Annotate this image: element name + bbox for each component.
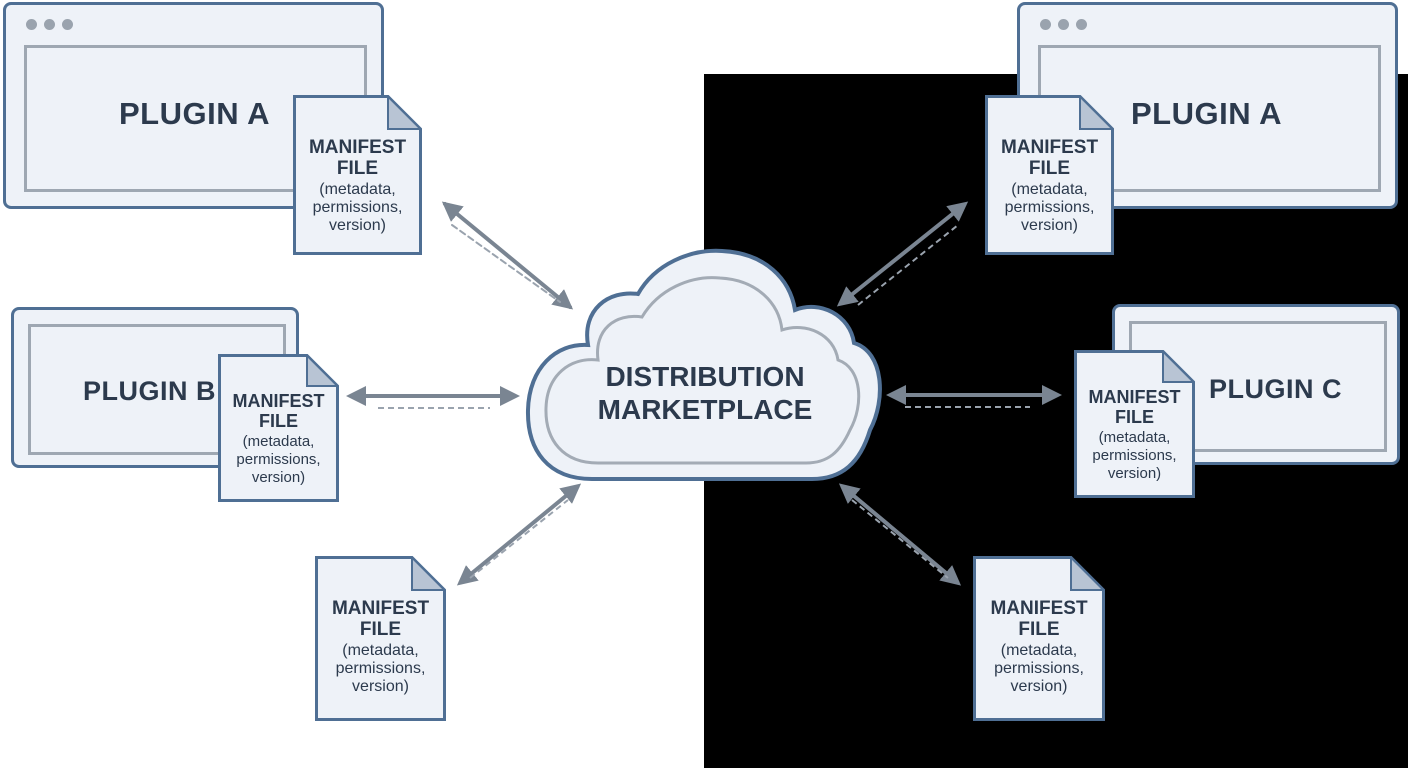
manifest-detail-line1: (metadata, [242,433,315,450]
manifest-title-line2: FILE [336,158,379,179]
window-controls [1040,19,1087,30]
manifest-title-line1: MANIFEST [308,137,407,158]
window-controls [26,19,73,30]
window-dot-icon [26,19,37,30]
manifest-detail-line1: (metadata, [1098,429,1171,446]
manifest-detail-line1: (metadata, [1011,181,1088,198]
window-dot-icon [44,19,55,30]
manifest-detail-line3: version) [329,217,386,234]
distribution-marketplace-label: DISTRIBUTION MARKETPLACE [560,360,850,426]
window-dot-icon [1040,19,1051,30]
manifest-file-document: MANIFEST FILE (metadata, permissions, ve… [973,556,1105,721]
manifest-detail-line2: permissions, [1092,447,1177,464]
manifest-detail-line2: permissions, [236,451,321,468]
manifest-file-document: MANIFEST FILE (metadata, permissions, ve… [1074,350,1195,498]
arrow-plugin-b [346,386,520,409]
document-icon [1074,350,1195,498]
document-icon [218,354,339,502]
manifest-title-line1: MANIFEST [1088,387,1181,407]
arrow-bottom-right-manifest [838,483,962,586]
manifest-title-line2: FILE [1115,407,1154,427]
manifest-title-line2: FILE [1018,619,1060,640]
manifest-title-line1: MANIFEST [232,391,325,411]
manifest-detail-line3: version) [1021,217,1078,234]
plugin-a-right-title: PLUGIN A [1131,96,1282,131]
manifest-title-line2: FILE [359,619,402,640]
arrow-plugin-c [886,385,1062,408]
plugin-c-title: PLUGIN C [1209,374,1343,404]
manifest-detail-line2: permissions, [335,660,426,677]
manifest-detail-line3: version) [352,678,409,695]
hub-label-line2: MARKETPLACE [597,394,813,425]
manifest-detail-line2: permissions, [1004,199,1095,216]
manifest-detail-line1: (metadata, [319,181,396,198]
manifest-detail-line3: version) [1010,678,1068,695]
manifest-detail-line1: (metadata, [1000,642,1078,659]
manifest-file-document: MANIFEST FILE (metadata, permissions, ve… [315,556,446,721]
document-icon [985,95,1114,255]
manifest-title-line1: MANIFEST [990,598,1088,619]
manifest-file-document: MANIFEST FILE (metadata, permissions, ve… [985,95,1114,255]
document-icon [315,556,446,721]
manifest-file-document: MANIFEST FILE (metadata, permissions, ve… [218,354,339,502]
document-icon [973,556,1105,721]
manifest-title-line2: FILE [1028,158,1071,179]
manifest-title-line2: FILE [259,411,298,431]
plugin-b-title: PLUGIN B [83,376,217,406]
arrow-bottom-left-manifest [456,483,582,586]
manifest-title-line1: MANIFEST [331,598,430,619]
plugin-a-left-title: PLUGIN A [119,96,270,131]
manifest-detail-line2: permissions, [312,199,403,216]
manifest-detail-line3: version) [251,469,306,486]
manifest-detail-line2: permissions, [994,660,1084,677]
manifest-title-line1: MANIFEST [1000,137,1099,158]
hub-label-line1: DISTRIBUTION [605,361,805,392]
window-dot-icon [1076,19,1087,30]
manifest-detail-line3: version) [1107,465,1162,482]
arrow-plugin-a-left [441,201,574,310]
window-dot-icon [1058,19,1069,30]
window-dot-icon [62,19,73,30]
document-icon [293,95,422,255]
manifest-detail-line1: (metadata, [342,642,419,659]
manifest-file-document: MANIFEST FILE (metadata, permissions, ve… [293,95,422,255]
arrow-plugin-a-right [836,201,969,307]
